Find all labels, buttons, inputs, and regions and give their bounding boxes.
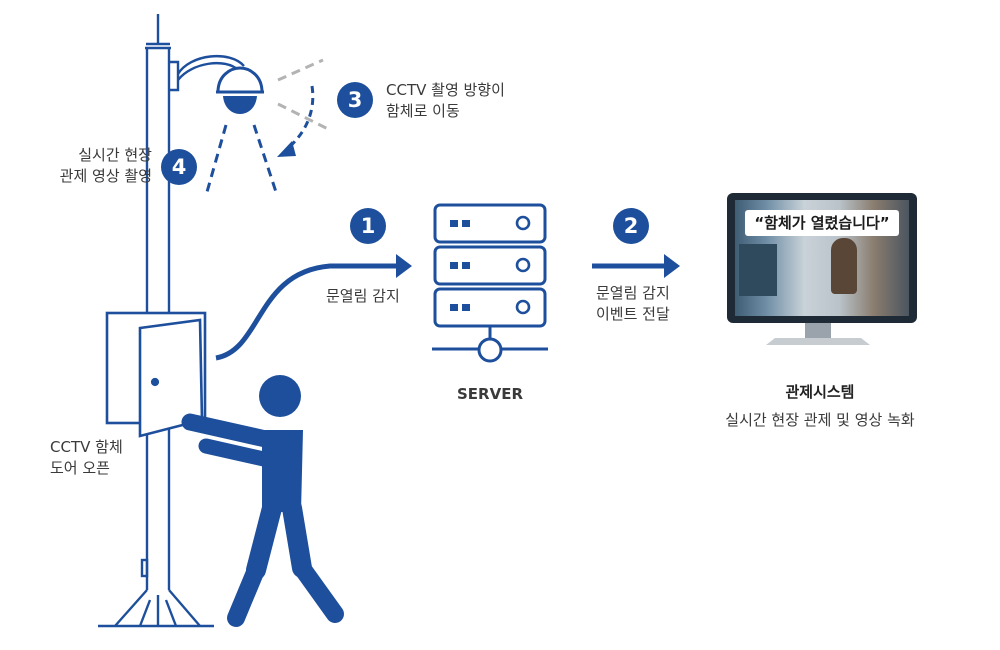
step-3-label-line1: CCTV 촬영 방향이: [386, 81, 505, 99]
cctv-footage-person: [831, 238, 857, 294]
cctv-footage-background: [739, 244, 777, 296]
door-open-label-line2: 도어 오픈: [50, 459, 110, 477]
monitor-stand: [766, 323, 870, 345]
monitor-screen: “함체가 열렸습니다”: [735, 200, 909, 316]
step-4-badge: 4: [161, 149, 197, 185]
rotation-arrow: [277, 85, 315, 157]
step-1-label: 문열림 감지: [326, 287, 400, 305]
step-2-label-line1: 문열림 감지: [596, 284, 670, 302]
person-icon: [181, 375, 344, 627]
step-3-badge: 3: [337, 82, 373, 118]
server-label: SERVER: [456, 385, 523, 403]
step-2-badge: 2: [613, 208, 649, 244]
signal-arrow-2: [592, 254, 680, 278]
control-monitor: “함체가 열렸습니다”: [727, 193, 917, 323]
control-system-subtitle: 실시간 현장 관제 및 영상 녹화: [725, 411, 915, 429]
control-system-title: 관제시스템: [785, 383, 855, 401]
alert-caption: “함체가 열렸습니다”: [745, 210, 899, 236]
signal-arrow-1: [215, 254, 412, 361]
step-4-label-line2: 관제 영상 촬영: [59, 167, 152, 185]
cctv-camera-icon: [169, 54, 331, 193]
step-3-label-line2: 함체로 이동: [386, 102, 460, 120]
cctv-cabinet: [105, 311, 207, 438]
step-4-label-line1: 실시간 현장: [78, 146, 152, 164]
step-1-badge: 1: [350, 208, 386, 244]
server-icon: [432, 203, 548, 363]
step-2-label-line2: 이벤트 전달: [596, 305, 670, 323]
door-open-label-line1: CCTV 함체: [50, 438, 123, 456]
